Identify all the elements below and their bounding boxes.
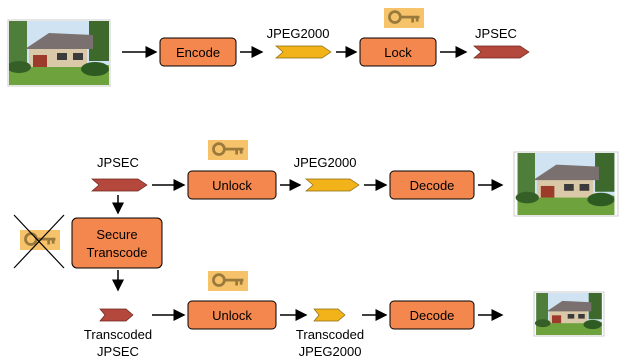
lock-key-icon [383,8,425,28]
bottom-decode-box: Decode [389,300,475,330]
encode-label: Encode [176,45,220,60]
unlock-box: Unlock [187,170,277,200]
middle-jpeg2000-stream [305,178,360,192]
decode-label: Decode [410,178,455,193]
top-jpsec-label: JPSEC [475,26,517,41]
middle-jpeg2000-label: JPEG2000 [294,155,357,170]
transcoded-jpeg2000-stream [313,308,346,322]
transcoded-jpsec-label-line1: Transcoded [84,327,152,342]
decode-box: Decode [389,170,475,200]
transcoded-photo [533,291,605,337]
middle-jpsec-label: JPSEC [97,155,139,170]
lock-box: Lock [359,37,437,67]
secure-transcode-box: Secure Transcode [71,217,163,269]
top-jpsec-stream [473,45,530,59]
no-key-icon [13,214,65,269]
secure-transcode-label-line2: Transcode [87,245,148,260]
decoded-photo [513,151,619,217]
unlock-key-icon [207,140,249,160]
source-photo [7,19,111,87]
bottom-unlock-label: Unlock [212,308,252,323]
encode-box: Encode [159,37,237,67]
bottom-unlock-box: Unlock [187,300,277,330]
transcoded-jpsec-label-line2: JPSEC [97,344,139,359]
top-jpeg2000-stream [275,45,332,59]
bottom-unlock-key-icon [207,271,249,291]
top-jpeg2000-label: JPEG2000 [267,26,330,41]
unlock-label: Unlock [212,178,252,193]
transcoded-jpsec-stream [99,308,134,322]
secure-transcode-label-line1: Secure [96,227,137,242]
transcoded-jpeg2000-label-line2: JPEG2000 [299,344,362,359]
lock-label: Lock [384,45,412,60]
bottom-decode-label: Decode [410,308,455,323]
transcoded-jpeg2000-label-line1: Transcoded [296,327,364,342]
middle-jpsec-stream [91,178,148,192]
